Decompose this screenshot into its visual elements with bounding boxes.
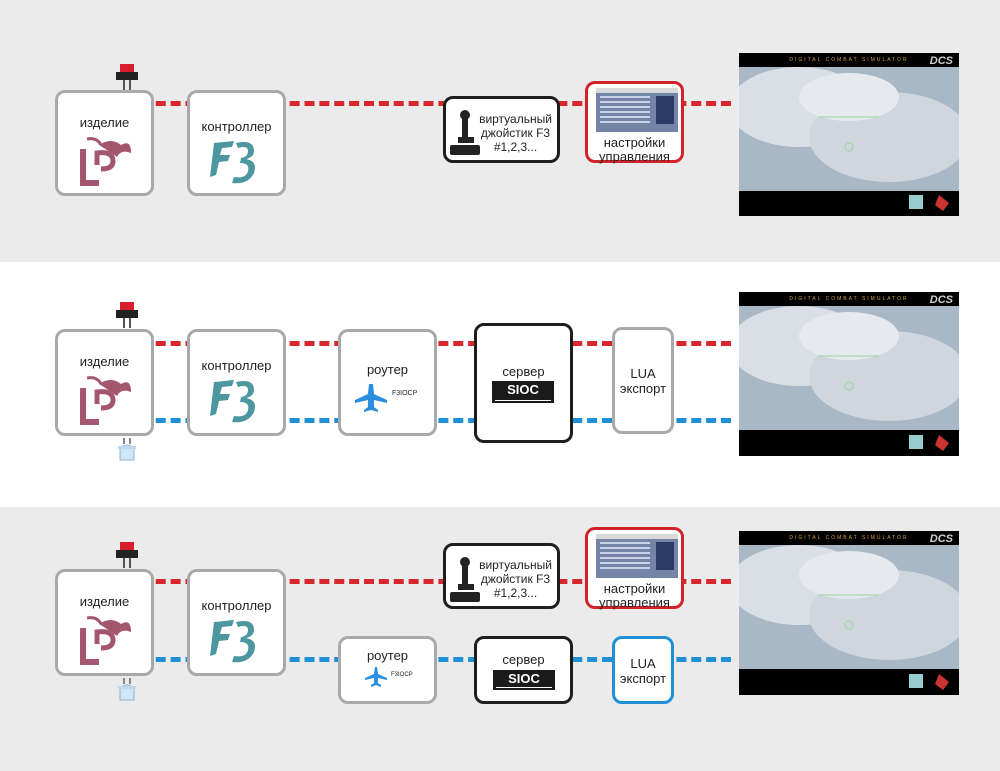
simulator-emblems-icon [909,435,949,451]
push-button-icon [116,542,138,568]
sioc-text: SIOC [507,382,539,397]
router-tag: F3IOCP [391,672,413,678]
controller-box: контроллер [187,329,286,436]
controller-box: контроллер [187,90,286,196]
virtual-joystick-label-1: виртуальный [479,112,552,126]
controller-label: контроллер [201,358,272,373]
router-label: роутер [366,648,409,663]
product-box: изделие [55,569,154,676]
settings-thumbnail-icon [596,88,678,132]
virtual-joystick-box: виртуальный джойстик F3 #1,2,3... [443,543,560,609]
simulator-logo: DCS [929,55,953,67]
push-button-icon [116,302,138,328]
product-logo-icon [80,376,131,425]
control-settings-label-2: управления [599,595,670,610]
virtual-joystick-label-2: джойстик F3 [480,572,551,586]
joystick-icon [450,110,480,155]
router-label: роутер [366,362,409,377]
sioc-logo: SIOC [493,670,555,690]
plane-icon [365,667,387,687]
server-box: сервер SIOC [474,323,573,443]
virtual-joystick-label-2: джойстик F3 [480,126,551,140]
simulator-sky-icon [739,67,959,191]
lua-export-label-2: экспорт [619,671,667,686]
server-label: сервер [502,364,545,379]
simulator-screen: DIGITAL COMBAT SIMULATOR DCS [739,292,959,456]
sioc-logo: SIOC [492,381,554,403]
product-box: изделие [55,90,154,196]
row3-output-line [126,579,731,584]
virtual-joystick-label-3: #1,2,3... [493,586,538,600]
virtual-joystick-label-1: виртуальный [479,558,552,572]
settings-thumbnail-icon [596,534,678,578]
server-box: сервер SIOC [474,636,573,704]
controller-logo-icon [210,380,255,423]
controller-label: контроллер [201,598,272,613]
virtual-joystick-label-3: #1,2,3... [493,140,538,154]
control-settings-label-2: управления [599,149,670,164]
controller-logo-icon [210,620,255,663]
simulator-logo: DCS [929,294,953,306]
led-icon [118,438,136,461]
controller-label: контроллер [201,119,272,134]
simulator-screen: DIGITAL COMBAT SIMULATOR DCS [739,53,959,216]
control-settings-box: настройки управления [585,527,684,610]
lua-export-label-2: экспорт [619,381,667,396]
controller-box: контроллер [187,569,286,676]
sioc-text: SIOC [508,671,540,686]
plane-icon [355,384,387,412]
simulator-emblems-icon [909,195,949,211]
control-settings-label-1: настройки [603,581,666,596]
lua-export-label-1: LUA [630,656,656,671]
product-logo-icon [80,137,131,186]
server-label: сервер [502,652,545,667]
simulator-title: DIGITAL COMBAT SIMULATOR [789,535,909,541]
row1-output-line [126,101,731,106]
simulator-sky-icon [739,306,959,430]
virtual-joystick-box: виртуальный джойстик F3 #1,2,3... [443,96,560,163]
led-icon [118,678,136,701]
lua-export-box: LUA экспорт [612,636,674,704]
control-settings-label-1: настройки [603,135,666,150]
lua-export-label-1: LUA [630,366,656,381]
product-label: изделие [79,115,130,130]
lua-export-box: LUA экспорт [612,327,674,434]
product-label: изделие [79,354,130,369]
push-button-icon [116,64,138,90]
router-box: роутер F3IOCP [338,636,437,704]
joystick-icon [450,557,480,602]
simulator-sky-icon [739,545,959,669]
router-box: роутер F3IOCP [338,329,437,436]
simulator-logo: DCS [929,533,953,545]
simulator-title: DIGITAL COMBAT SIMULATOR [789,57,909,63]
product-label: изделие [79,594,130,609]
controller-logo-icon [210,141,255,184]
control-settings-box: настройки управления [585,81,684,164]
simulator-screen: DIGITAL COMBAT SIMULATOR DCS [739,531,959,695]
router-tag: F3IOCP [392,390,418,397]
simulator-emblems-icon [909,674,949,690]
product-box: изделие [55,329,154,436]
product-logo-icon [80,616,131,665]
simulator-title: DIGITAL COMBAT SIMULATOR [789,296,909,302]
